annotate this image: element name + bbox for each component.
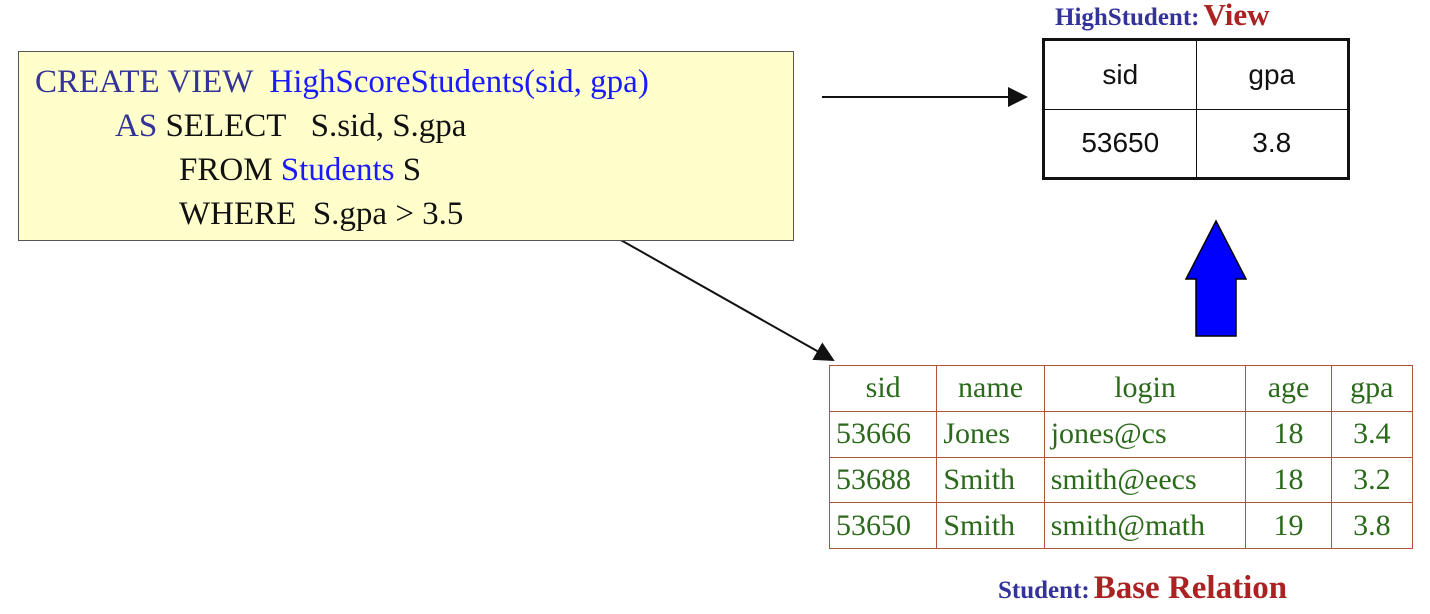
view-cell: 53650 — [1043, 108, 1197, 179]
view-title-main: HighStudent: — [1055, 4, 1200, 31]
base-header-row: sid name login age gpa — [828, 365, 1414, 412]
base-row: 53666 Jones jones@cs 18 3.4 — [828, 410, 1414, 458]
base-cell: 3.8 — [1330, 502, 1414, 549]
base-cell: 18 — [1245, 456, 1332, 504]
base-cell: 19 — [1245, 502, 1332, 549]
view-definition: HighScoreStudents(sid, gpa) — [269, 64, 649, 100]
up-arrow-icon — [1184, 219, 1248, 337]
sql-keyword: CREATE VIEW — [35, 64, 253, 100]
sql-line-select: AS SELECT S.sid, S.gpa — [35, 104, 793, 148]
base-row: 53688 Smith smith@eecs 18 3.2 — [828, 456, 1414, 504]
select-clause: SELECT S.sid, S.gpa — [165, 108, 467, 144]
base-cell: smith@math — [1043, 502, 1247, 549]
base-cell: 18 — [1245, 410, 1332, 458]
table-alias: S — [402, 152, 422, 188]
view-table: sid gpa 53650 3.8 — [1042, 38, 1350, 180]
source-table-name: Students — [280, 152, 395, 188]
view-header-cell: gpa — [1195, 39, 1349, 110]
base-cell: smith@eecs — [1043, 456, 1247, 504]
base-cell: Jones — [936, 410, 1045, 458]
base-cell: jones@cs — [1043, 410, 1247, 458]
base-cell: 3.4 — [1330, 410, 1414, 458]
base-caption-main: Student: — [998, 577, 1090, 604]
create-view-sql: CREATE VIEW HighScoreStudents(sid, gpa) … — [18, 51, 794, 241]
sql-keyword: FROM — [179, 152, 273, 188]
base-row: 53650 Smith smith@math 19 3.8 — [828, 502, 1414, 549]
sql-keyword: WHERE — [179, 196, 297, 232]
base-cell: 53688 — [828, 456, 938, 504]
view-cell: 3.8 — [1195, 108, 1349, 179]
view-title: HighStudent: View — [1055, 0, 1335, 36]
base-relation-table: sid name login age gpa 53666 Jones jones… — [828, 365, 1414, 549]
base-header-cell: sid — [828, 365, 938, 412]
view-header-cell: sid — [1043, 39, 1197, 110]
sql-line-create: CREATE VIEW HighScoreStudents(sid, gpa) — [35, 60, 793, 104]
base-cell: Smith — [936, 502, 1045, 549]
view-title-sub: View — [1203, 0, 1270, 32]
base-caption-sub: Base Relation — [1093, 570, 1288, 606]
base-cell: 53650 — [828, 502, 938, 549]
sql-line-where: WHERE S.gpa > 3.5 — [35, 192, 793, 236]
sql-line-from: FROM Students S — [35, 148, 793, 192]
base-header-cell: name — [936, 365, 1045, 412]
base-cell: 53666 — [828, 410, 938, 458]
sql-keyword: AS — [115, 108, 158, 144]
base-header-cell: login — [1043, 365, 1247, 412]
base-relation-caption: Student: Base Relation — [998, 568, 1358, 614]
base-header-cell: gpa — [1330, 365, 1414, 412]
view-header-row: sid gpa — [1043, 39, 1349, 110]
where-condition: S.gpa > 3.5 — [312, 196, 464, 232]
view-row: 53650 3.8 — [1043, 108, 1349, 179]
base-header-cell: age — [1245, 365, 1332, 412]
base-cell: Smith — [936, 456, 1045, 504]
base-cell: 3.2 — [1330, 456, 1414, 504]
